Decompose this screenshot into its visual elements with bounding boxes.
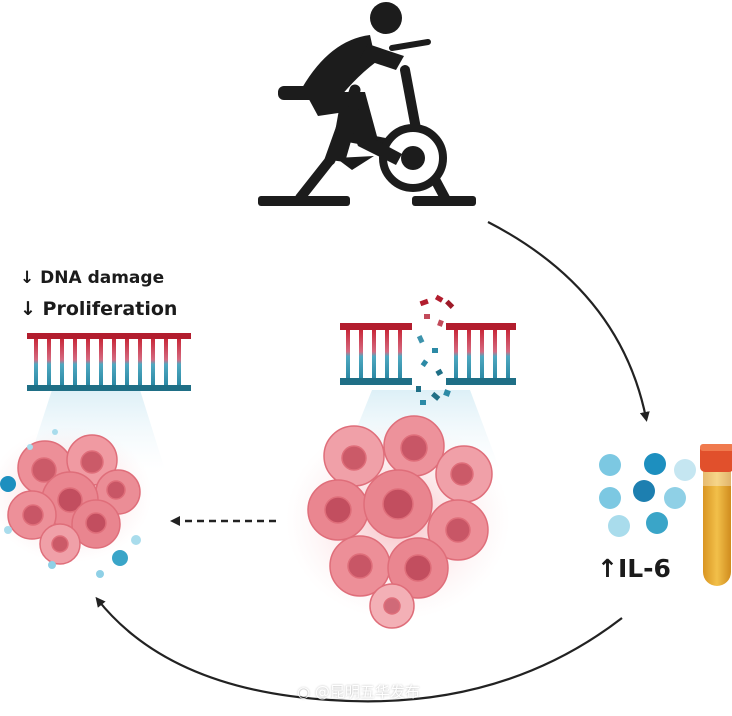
watermark: ◉ @昆明五华发布 xyxy=(297,681,420,702)
dna-fragments xyxy=(416,294,455,405)
il6-label: ↑IL-6 xyxy=(597,554,671,583)
exercise-bike-icon xyxy=(258,2,476,206)
tumor-cell xyxy=(7,434,141,565)
tumor-cell-cluster-small xyxy=(0,427,152,578)
dna-damage-label: ↓ DNA damage xyxy=(20,268,165,288)
weibo-logo-icon: ◉ xyxy=(297,683,311,701)
arrow-il6-to-tumor xyxy=(95,596,623,703)
blood-sample-tube-icon xyxy=(700,444,732,586)
arrow-exercise-to-il6 xyxy=(487,221,650,422)
tumor-cell-cluster-icon xyxy=(286,415,510,629)
il6-molecule-dots-attacking xyxy=(0,429,141,578)
proliferation-label: ↓ Proliferation xyxy=(20,298,178,320)
il6-molecule-dots-icon xyxy=(599,453,696,537)
dna-rungs xyxy=(34,339,181,385)
cycle-arrows xyxy=(95,221,650,703)
watermark-text: @昆明五华发布 xyxy=(314,683,420,701)
